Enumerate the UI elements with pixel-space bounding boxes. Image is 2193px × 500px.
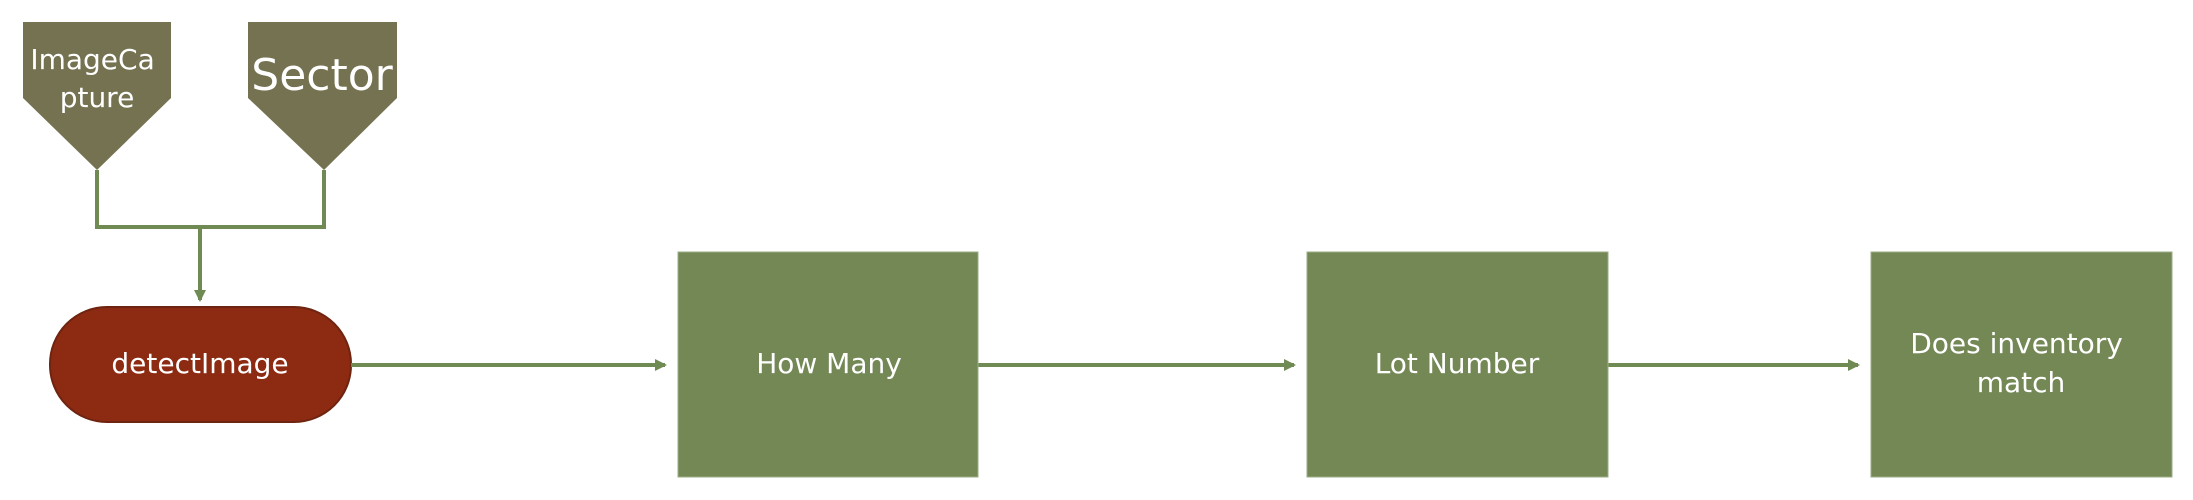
- inventory-match-label-line1: Does inventory: [1910, 327, 2123, 360]
- sector-label: Sector: [251, 50, 393, 101]
- svg-text:Does inventory match: Does inventory match: [1910, 327, 2132, 399]
- detect-image-label: detectImage: [111, 347, 288, 380]
- sector-input: Sector: [248, 22, 397, 170]
- lot-number-label: Lot Number: [1375, 347, 1540, 380]
- svg-text:ImageCa pture: ImageCa pture: [30, 43, 163, 114]
- how-many-label: How Many: [756, 347, 902, 380]
- detect-image-node: detectImage: [49, 306, 352, 423]
- image-capture-input: ImageCa pture: [23, 22, 171, 170]
- image-capture-label-line2: pture: [60, 81, 135, 114]
- image-capture-label-line1: ImageCa: [30, 43, 154, 76]
- how-many-node: How Many: [677, 251, 979, 478]
- inventory-match-label-line2: match: [1977, 366, 2066, 399]
- image-capture-connector: [95, 170, 326, 229]
- inventory-match-node: Does inventory match: [1870, 251, 2173, 478]
- lot-number-node: Lot Number: [1306, 251, 1609, 478]
